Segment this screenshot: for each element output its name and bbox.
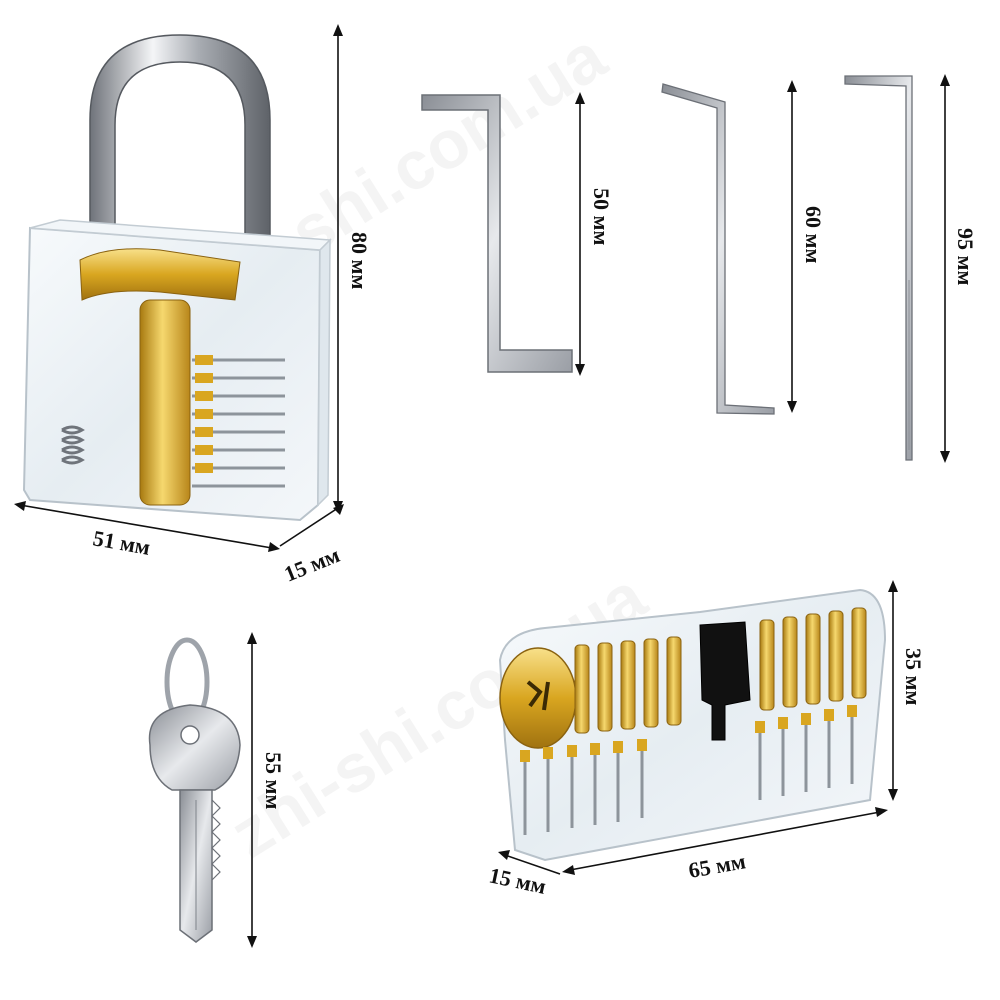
lock-pick (844, 75, 913, 461)
transparent-padlock (22, 34, 332, 522)
padlock-width-label: 51 мм (91, 525, 152, 560)
cylinder-depth-label: 15 мм (487, 862, 548, 898)
padlock-spring (61, 425, 85, 465)
tension-wrench-dimension: 50 мм (575, 92, 614, 376)
padlock-height-dimension: 80 мм (333, 24, 372, 513)
key-height-label: 55 мм (261, 752, 286, 809)
cylinder-height-label: 35 мм (901, 648, 926, 705)
lock-pick-dimension: 95 мм (940, 74, 978, 463)
lock-pick-height-label: 95 мм (953, 228, 978, 285)
hook-wrench-dimension: 60 мм (787, 80, 826, 413)
euro-cylinder-lock (498, 588, 887, 862)
tension-wrench (421, 94, 573, 373)
padlock-latch (79, 248, 241, 301)
key (148, 637, 241, 943)
hook-wrench (661, 83, 775, 415)
hook-wrench-height-label: 60 мм (801, 206, 826, 263)
padlock-depth-label: 15 мм (281, 542, 344, 587)
cylinder-cam (699, 621, 751, 741)
padlock-shackle (89, 34, 271, 251)
key-dimension: 55 мм (247, 632, 286, 948)
padlock-brass-core (139, 299, 191, 506)
padlock-height-label: 80 мм (347, 232, 372, 289)
cylinder-height-dimension: 35 мм (888, 580, 926, 801)
key-bow (148, 704, 241, 791)
cylinder-width-label: 65 мм (687, 848, 748, 883)
tension-wrench-height-label: 50 мм (589, 188, 614, 245)
